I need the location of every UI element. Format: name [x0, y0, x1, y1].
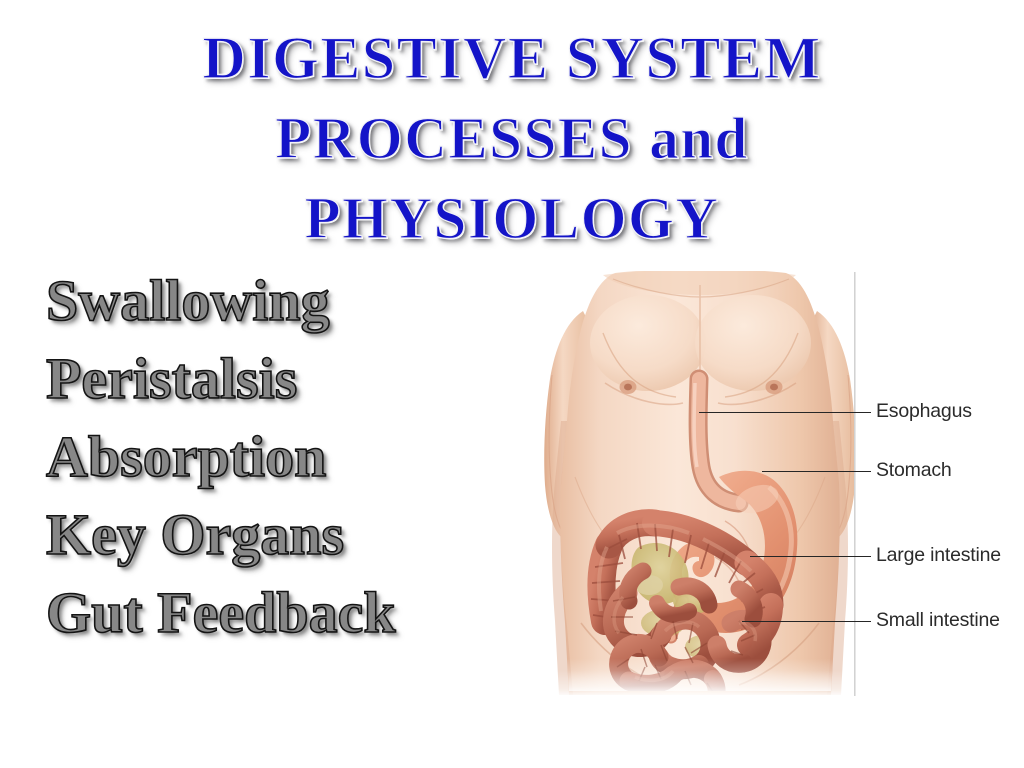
- label-large-intestine: Large intestine: [876, 544, 1001, 566]
- title-line-2: PROCESSES and: [275, 104, 749, 171]
- title-line-1: DIGESTIVE SYSTEM: [202, 24, 822, 91]
- label-small-intestine: Small intestine: [876, 609, 1000, 631]
- list-item-swallowing: Swallowing: [45, 267, 330, 334]
- list-item-absorption: Absorption: [45, 423, 327, 490]
- label-esophagus: Esophagus: [876, 400, 972, 422]
- esophagus-organ: [688, 369, 749, 513]
- list-item-key-organs: Key Organs: [45, 501, 345, 568]
- process-list: Swallowing Peristalsis Absorption Key Or…: [45, 262, 536, 652]
- image-border-rule: [854, 272, 856, 696]
- digestive-system-illustration: [543, 271, 857, 697]
- page-title: DIGESTIVE SYSTEM PROCESSES and PHYSIOLOG…: [0, 18, 1024, 258]
- leader-line-large-intestine: [750, 556, 871, 557]
- leader-line-esophagus: [699, 412, 871, 413]
- list-item-peristalsis: Peristalsis: [45, 345, 298, 412]
- leader-line-stomach: [762, 471, 871, 472]
- torso-anatomy-svg: [543, 271, 857, 697]
- bottom-fade: [543, 631, 857, 697]
- label-stomach: Stomach: [876, 459, 952, 481]
- list-item-gut-feedback: Gut Feedback: [45, 579, 396, 646]
- leader-line-small-intestine: [742, 621, 871, 622]
- title-line-3: PHYSIOLOGY: [304, 184, 720, 251]
